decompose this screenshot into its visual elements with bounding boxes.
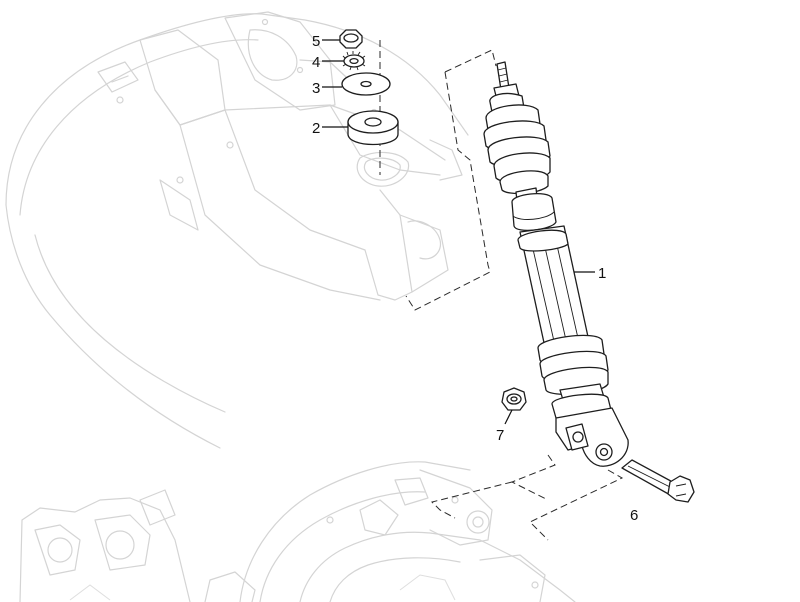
callout-3: 3	[312, 80, 320, 97]
callout-4: 4	[312, 54, 320, 71]
leader-lines	[322, 39, 595, 425]
callout-6: 6	[630, 507, 638, 524]
lock-washer	[342, 51, 366, 71]
callout-7: 7	[496, 427, 504, 444]
top-nut	[339, 29, 363, 49]
callout-labels: 5 4 3 2 1 7 6	[312, 33, 638, 524]
flange-nut	[501, 387, 527, 411]
bolt	[621, 459, 695, 503]
assembly-guide-lines	[379, 40, 624, 541]
frame-ghost	[5, 11, 469, 449]
callout-2: 2	[312, 120, 320, 137]
rubber-bush	[347, 110, 399, 146]
washer	[341, 72, 391, 96]
callout-1: 1	[598, 265, 606, 282]
callout-5: 5	[312, 33, 320, 50]
engine-ghost	[19, 461, 576, 602]
shock-absorber	[483, 61, 629, 467]
